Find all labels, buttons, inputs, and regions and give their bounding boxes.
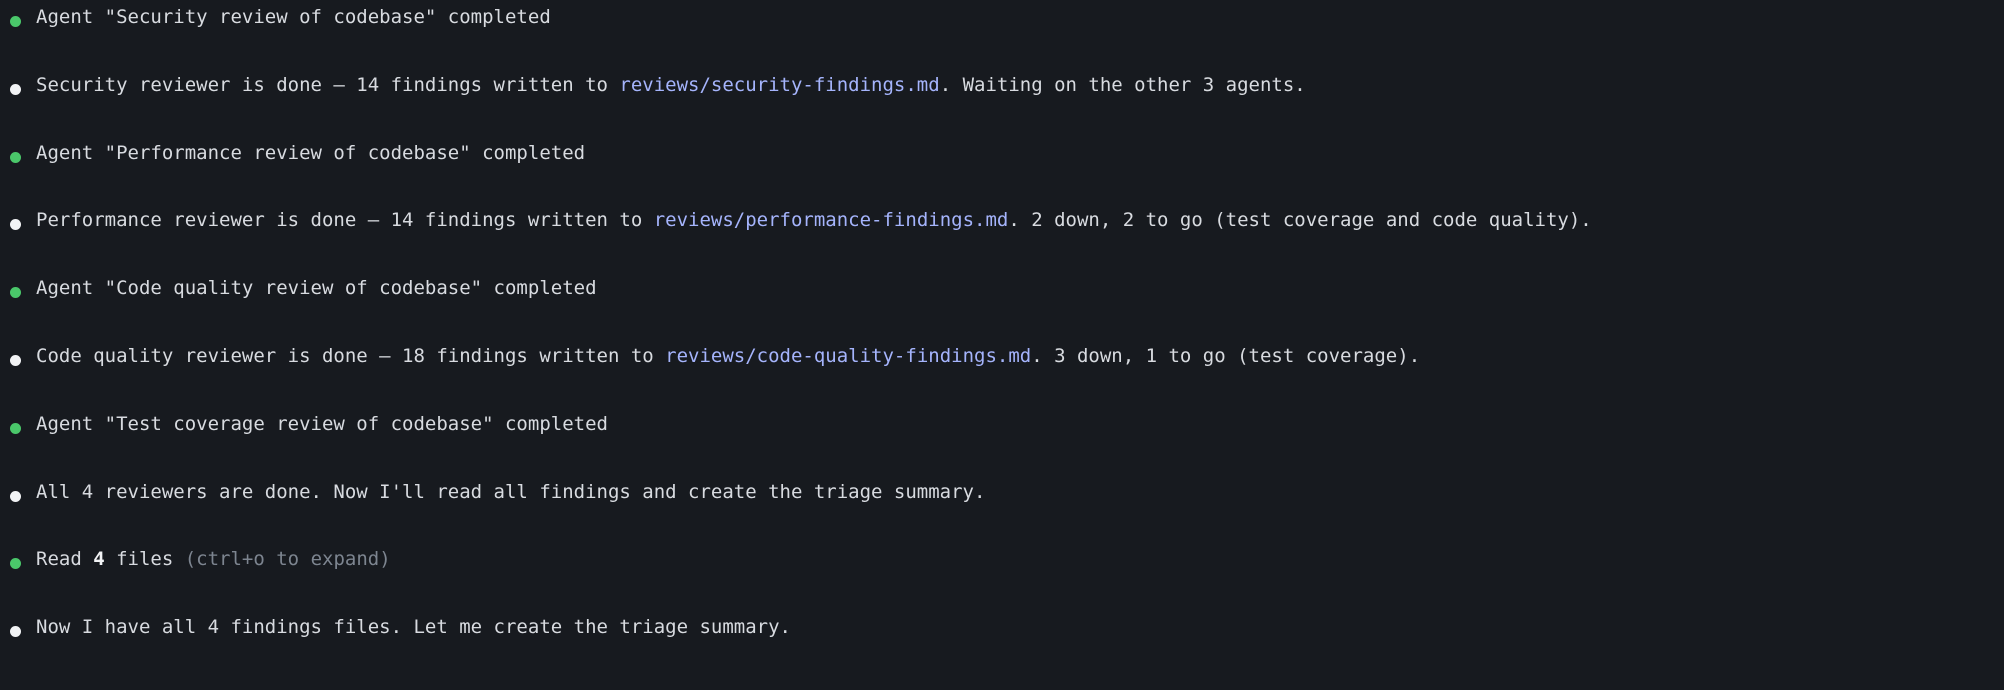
transcript-row-text: Now I have all 4 findings files. Let me … [36, 616, 2004, 637]
hint-text: (ctrl+o to expand) [184, 548, 391, 570]
transcript-row: Code quality reviewer is done — 18 findi… [0, 345, 2004, 413]
status-bullet-green [10, 558, 21, 570]
transcript-row: Now I have all 4 findings files. Let me … [0, 616, 2004, 684]
transcript-row-text: Agent "Test coverage review of codebase"… [36, 413, 2004, 434]
bullet-cell [10, 413, 36, 434]
text-segment: Agent "Performance review of codebase" c… [36, 141, 586, 163]
text-segment: All 4 reviewers are done. Now I'll read … [36, 480, 986, 502]
transcript-row-text: Agent "Performance review of codebase" c… [36, 142, 2004, 163]
transcript-row-text: Agent "Code quality review of codebase" … [36, 277, 2004, 298]
message-bullet-white [10, 626, 21, 638]
transcript-row-text: Read 4 files (ctrl+o to expand) [36, 548, 2004, 569]
message-bullet-white [10, 490, 21, 502]
text-segment: Agent "Test coverage review of codebase"… [36, 412, 608, 434]
status-bullet-green [10, 422, 21, 434]
bullet-cell [10, 209, 36, 231]
text-segment: . 3 down, 1 to go (test coverage). [1031, 344, 1421, 366]
transcript-row: Agent "Performance review of codebase" c… [0, 142, 2004, 210]
transcript-row-text: Code quality reviewer is done — 18 findi… [36, 345, 2004, 366]
bullet-cell [10, 6, 36, 27]
transcript-row: Agent "Code quality review of codebase" … [0, 277, 2004, 345]
bullet-cell [10, 74, 36, 95]
transcript-row: Agent "Test coverage review of codebase"… [0, 413, 2004, 481]
message-bullet-white [10, 83, 21, 95]
text-segment: . 2 down, 2 to go (test coverage and cod… [1008, 209, 1592, 231]
bullet-cell [10, 548, 36, 570]
text-segment: Performance reviewer is done — 14 findin… [36, 209, 654, 231]
text-segment: Read [36, 548, 94, 570]
transcript-row-text: Security reviewer is done — 14 findings … [36, 74, 2004, 95]
bullet-cell [10, 481, 36, 502]
text-segment: Security reviewer is done — 14 findings … [36, 73, 620, 95]
bullet-cell [10, 616, 36, 638]
text-segment: Agent "Code quality review of codebase" … [36, 277, 597, 299]
file-path-link[interactable]: reviews/code-quality-findings.md [665, 344, 1032, 366]
text-segment: . Waiting on the other 3 agents. [939, 73, 1306, 95]
transcript-row: Performance reviewer is done — 14 findin… [0, 209, 2004, 277]
transcript-row: Security reviewer is done — 14 findings … [0, 74, 2004, 142]
file-path-link[interactable]: reviews/performance-findings.md [653, 209, 1009, 231]
text-segment: Now I have all 4 findings files. Let me … [36, 616, 791, 638]
message-bullet-white [10, 219, 21, 231]
transcript-row-text: Performance reviewer is done — 14 findin… [36, 209, 2004, 230]
transcript-row: Read 4 files (ctrl+o to expand) [0, 548, 2004, 616]
transcript-row: All 4 reviewers are done. Now I'll read … [0, 481, 2004, 549]
count-value: 4 [93, 548, 105, 570]
transcript-row: Agent "Security review of codebase" comp… [0, 6, 2004, 74]
text-segment: Agent "Security review of codebase" comp… [36, 6, 551, 27]
transcript-row-text: Agent "Security review of codebase" comp… [36, 6, 2004, 27]
bullet-cell [10, 142, 36, 163]
text-segment: files [104, 548, 185, 570]
file-path-link[interactable]: reviews/security-findings.md [619, 73, 940, 95]
bullet-cell [10, 345, 36, 366]
transcript-row-text: All 4 reviewers are done. Now I'll read … [36, 481, 2004, 502]
status-bullet-green [10, 16, 21, 27]
message-bullet-white [10, 354, 21, 366]
text-segment: Code quality reviewer is done — 18 findi… [36, 344, 666, 366]
bullet-cell [10, 277, 36, 299]
status-bullet-green [10, 151, 21, 163]
status-bullet-green [10, 287, 21, 299]
